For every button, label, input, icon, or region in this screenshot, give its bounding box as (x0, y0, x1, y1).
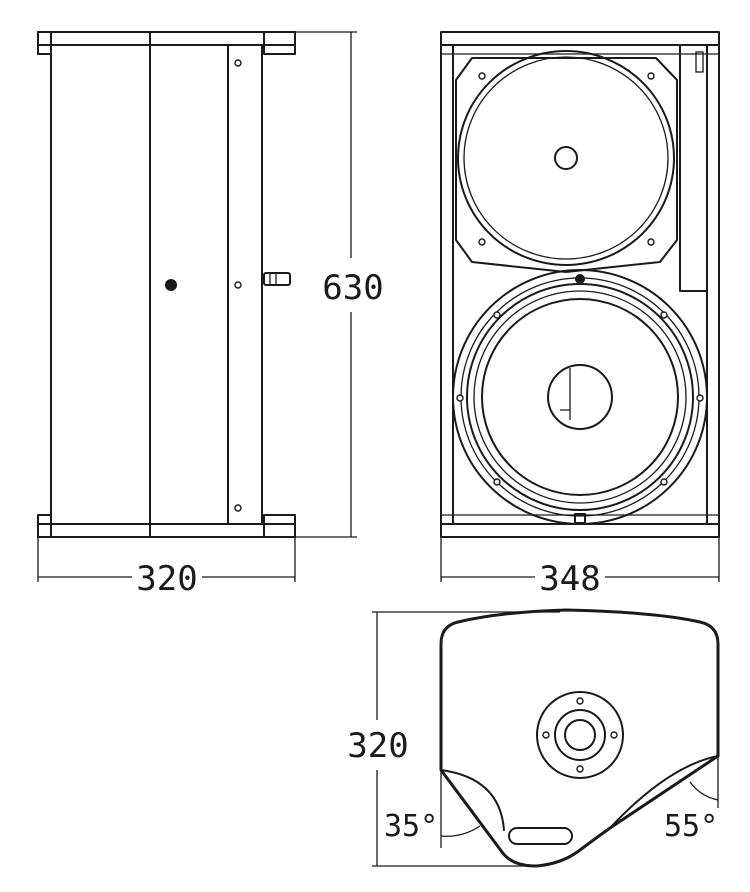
side-width-dimension: 320 (37, 537, 296, 599)
horn-outer (457, 50, 675, 266)
angle-right-marking: 55° (664, 756, 719, 844)
side-body (50, 44, 263, 525)
side-handle-screw (165, 279, 177, 291)
top-view (439, 608, 720, 868)
woofer-top-nut (575, 274, 585, 284)
pole-mount-ring (554, 709, 606, 761)
woofer-cone (481, 298, 679, 496)
horn-screw-tr (647, 72, 655, 80)
pole-mount-socket (564, 719, 596, 751)
woofer-bottom-bracket (574, 513, 586, 524)
pole-mount-hole-left (542, 731, 550, 739)
side-hole-top (234, 59, 242, 67)
side-bottom-rail (37, 523, 296, 538)
front-side-panel-slot (695, 51, 704, 73)
woofer-ring-2 (473, 290, 687, 504)
pole-mount-hole-top (576, 697, 584, 705)
side-bottom-right-foot (263, 514, 296, 538)
pole-mount-hole-bottom (576, 765, 584, 773)
horn-flange (455, 57, 678, 273)
woofer-screw-4 (696, 394, 704, 402)
woofer-screw-3 (456, 394, 464, 402)
height-dimension: 630 (295, 31, 384, 538)
top-cabinet-outline (439, 608, 720, 868)
angle-left-marking: 35° (384, 770, 481, 848)
front-outer-frame (440, 31, 720, 538)
front-width-dimension: 348 (440, 537, 720, 599)
woofer-screw-2 (660, 311, 668, 319)
angle-left-arc (440, 825, 481, 837)
top-right-bevel (609, 755, 719, 829)
horn-throat (554, 146, 578, 170)
woofer-surround (466, 283, 694, 511)
woofer-screw-5 (493, 478, 501, 486)
angle-right-arc (689, 781, 719, 801)
side-top-rail (37, 31, 296, 46)
top-left-bevel (440, 769, 505, 831)
height-label: 630 (322, 268, 383, 308)
horn-screw-bl (478, 238, 486, 246)
horn-screw-br (647, 238, 655, 246)
angle-left-label: 35° (384, 809, 438, 844)
side-top-right-foot (263, 31, 296, 55)
side-connector (263, 272, 291, 286)
side-top-left-foot (37, 31, 52, 55)
hf-horn (455, 50, 678, 273)
angle-right-label: 55° (664, 809, 718, 844)
woofer-basket (452, 269, 708, 525)
woofer-screw-1 (493, 311, 501, 319)
woofer-cap-detail (560, 368, 571, 420)
front-view (440, 31, 720, 538)
depth-dimension: 320 (347, 611, 560, 867)
depth-label: 320 (347, 726, 408, 766)
horn-screw-tl (478, 72, 486, 80)
woofer-screw-6 (660, 478, 668, 486)
front-side-panel (679, 44, 708, 292)
side-bottom-left-foot (37, 514, 52, 538)
side-hole-bottom (234, 504, 242, 512)
woofer-dust-cap (547, 364, 613, 430)
side-view (37, 31, 296, 538)
front-width-label: 348 (539, 559, 600, 599)
top-handle-slot (508, 827, 573, 845)
side-hole-middle (234, 281, 242, 289)
woofer (452, 269, 708, 525)
pole-mount-hole-right (610, 731, 618, 739)
pole-mount-flange (536, 691, 624, 779)
side-width-label: 320 (136, 559, 197, 599)
horn-inner-ring (463, 56, 669, 260)
